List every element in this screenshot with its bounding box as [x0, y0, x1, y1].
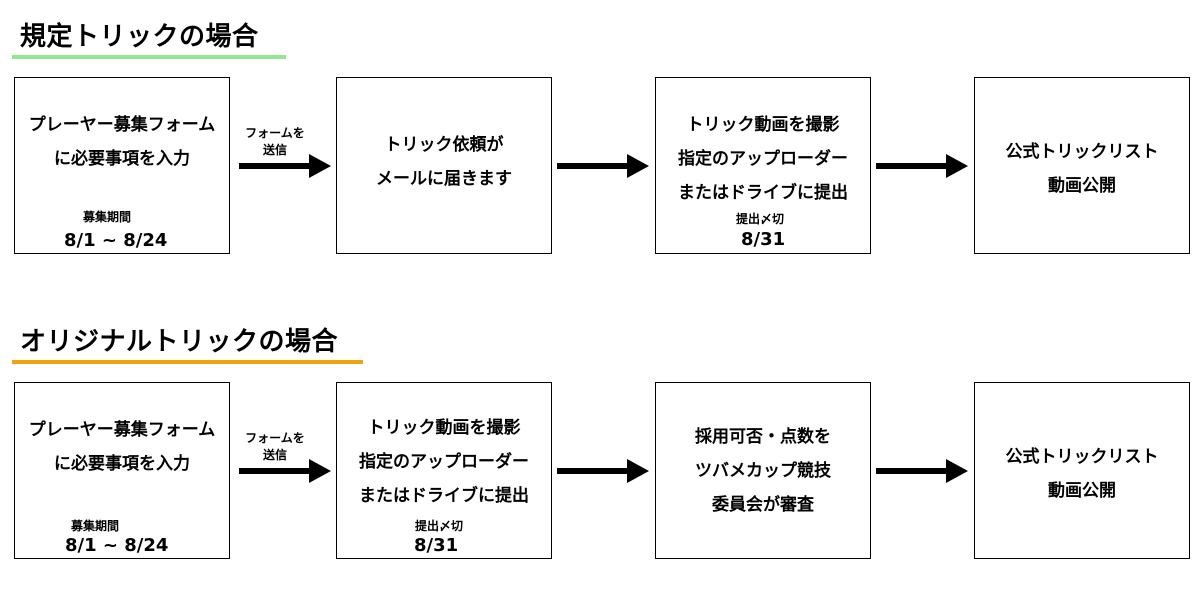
arrow-label-line: フォームを	[245, 431, 305, 445]
step-text-line: 動画公開	[1048, 481, 1116, 501]
arrow-label-line: 送信	[262, 143, 287, 157]
step-box-record-and-submit: トリック動画を撮影 指定のアップローダー またはドライブに提出 提出〆切 8/3…	[655, 77, 871, 254]
step-text-line: 指定のアップローダー	[359, 452, 529, 472]
flow-arrow	[239, 459, 331, 483]
flow-arrow	[876, 459, 968, 483]
step-text-line: トリック動画を撮影	[367, 418, 521, 438]
section-title-original: オリジナルトリックの場合	[20, 327, 339, 357]
arrow-label-line: フォームを	[245, 126, 305, 140]
step-text-line: 公式トリックリスト	[1005, 447, 1159, 467]
flow-arrow	[557, 154, 649, 178]
step-text-line: プレーヤー募集フォーム	[28, 115, 216, 135]
step-box-application-form: プレーヤー募集フォーム に必要事項を入力 募集期間 8/1 ~ 8/24	[14, 77, 230, 254]
step-text-line: 指定のアップローダー	[678, 149, 848, 169]
step-text-line: またはドライブに提出	[359, 486, 529, 506]
flow-arrow	[239, 154, 331, 178]
step-text-line: 動画公開	[1048, 176, 1116, 196]
step-text-line: プレーヤー募集フォーム	[28, 420, 216, 440]
arrow-label-submit-form: フォームを 送信	[230, 430, 320, 464]
step-text-line: 公式トリックリスト	[1005, 142, 1159, 162]
section-title-standard: 規定トリックの場合	[20, 22, 259, 52]
deadline-value: 8/31	[741, 229, 786, 250]
step-box-application-form: プレーヤー募集フォーム に必要事項を入力 募集期間 8/1 ~ 8/24	[14, 382, 230, 559]
step-box-official-list-publish: 公式トリックリスト 動画公開	[974, 77, 1190, 254]
arrow-label-line: 送信	[262, 448, 287, 462]
step-text-line: トリック依頼が	[384, 135, 504, 155]
period-value: 8/1 ~ 8/24	[64, 230, 168, 251]
arrow-label-submit-form: フォームを 送信	[230, 125, 320, 159]
step-text-line: またはドライブに提出	[678, 183, 848, 203]
section-underline-standard	[12, 55, 286, 59]
section-underline-original	[12, 360, 363, 364]
deadline-label: 提出〆切	[736, 212, 785, 226]
step-text-line: メールに届きます	[376, 169, 512, 189]
step-text-line: に必要事項を入力	[54, 149, 190, 169]
flow-arrow	[876, 154, 968, 178]
deadline-label: 提出〆切	[415, 519, 464, 533]
period-label: 募集期間	[83, 210, 132, 224]
period-value: 8/1 ~ 8/24	[65, 535, 169, 556]
step-text-line: ツバメカップ競技	[695, 461, 831, 481]
step-text-line: 採用可否・点数を	[695, 427, 831, 447]
step-text-line: に必要事項を入力	[54, 454, 190, 474]
period-label: 募集期間	[71, 519, 120, 533]
step-text-line: トリック動画を撮影	[686, 115, 840, 135]
step-text-line: 委員会が審査	[712, 495, 814, 515]
step-box-trick-request-email: トリック依頼が メールに届きます	[336, 77, 552, 254]
step-box-record-and-submit: トリック動画を撮影 指定のアップローダー またはドライブに提出 提出〆切 8/3…	[336, 382, 552, 559]
deadline-value: 8/31	[414, 535, 459, 556]
flow-arrow	[557, 459, 649, 483]
step-box-committee-review: 採用可否・点数を ツバメカップ競技 委員会が審査	[655, 382, 871, 559]
step-box-official-list-publish: 公式トリックリスト 動画公開	[974, 382, 1190, 559]
